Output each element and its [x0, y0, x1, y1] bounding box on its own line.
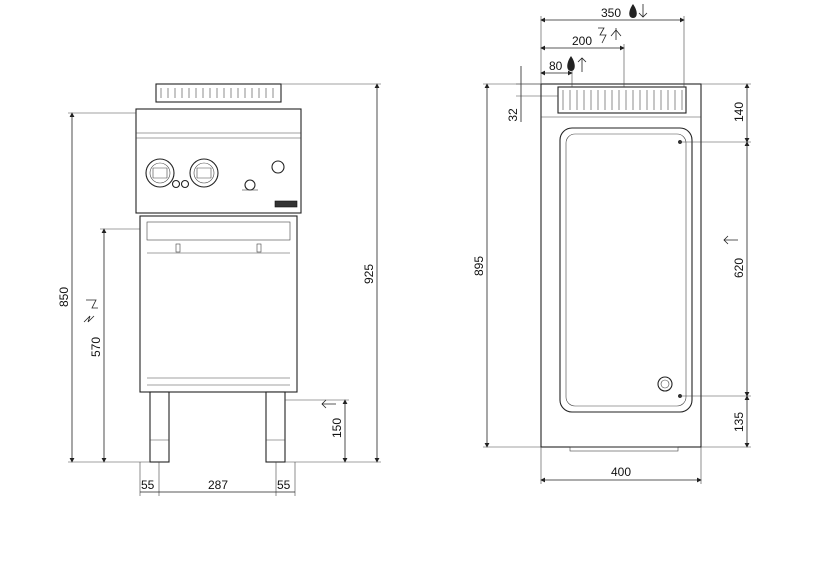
electric-bolt-icon	[83, 299, 98, 323]
cabinet-frame	[139, 215, 298, 393]
dim-150: 150	[330, 418, 344, 438]
front-view: 850 570 925 150 55 287 55	[57, 83, 381, 496]
switch-icon	[271, 160, 285, 174]
top-grill	[155, 83, 282, 103]
water-drop-icon	[567, 56, 587, 72]
dim-80: 80	[549, 59, 563, 73]
cooking-well	[559, 127, 693, 413]
dim-55-right: 55	[277, 478, 291, 492]
knob-right-icon	[189, 158, 219, 188]
emblem-icon	[242, 179, 258, 191]
dim-135: 135	[732, 412, 746, 432]
dim-200: 200	[572, 34, 592, 48]
pilot-light-icon	[180, 179, 190, 189]
dim-32: 32	[506, 108, 520, 122]
dim-400: 400	[611, 465, 631, 479]
dim-570: 570	[89, 337, 103, 357]
badge-plate	[274, 200, 298, 208]
arrow-icon	[321, 399, 336, 409]
dim-140: 140	[732, 102, 746, 122]
drain-icon	[657, 376, 673, 392]
electric-bolt-icon	[598, 27, 622, 44]
dim-620: 620	[732, 258, 746, 278]
knob-left-icon	[145, 158, 175, 188]
pilot-light-icon	[171, 179, 181, 189]
arrow-icon	[723, 235, 738, 245]
leg-right	[265, 391, 286, 463]
side-view: 350 200 80 32 895	[472, 4, 751, 484]
dim-895: 895	[472, 256, 486, 276]
dim-55-left: 55	[141, 478, 155, 492]
dim-850: 850	[57, 287, 71, 307]
grill-slots	[160, 88, 274, 98]
water-drop-icon	[629, 4, 648, 18]
dim-925: 925	[362, 264, 376, 284]
leg-left	[149, 391, 170, 463]
side-grill	[557, 86, 687, 114]
dim-350: 350	[601, 6, 621, 20]
dim-287: 287	[208, 478, 228, 492]
